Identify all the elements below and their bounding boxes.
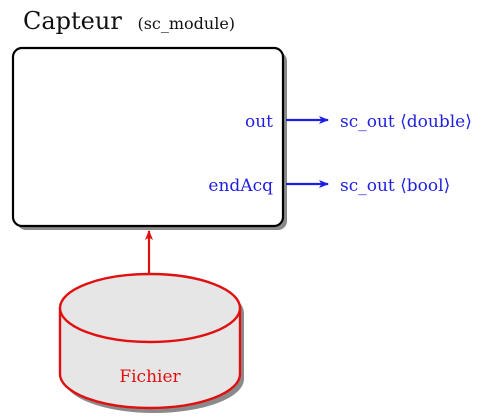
port-label-endacq: endAcq (208, 176, 273, 196)
module-name: Capteur (23, 7, 122, 35)
module-box (11, 46, 285, 228)
port-label-out: out (245, 112, 273, 132)
port-type-out: sc_out ⟨double⟩ (340, 112, 472, 132)
file-cylinder-top (58, 272, 242, 344)
file-label: Fichier (119, 367, 181, 387)
module-title: Capteur (sc_module) (23, 7, 235, 35)
port-type-endacq: sc_out ⟨bool⟩ (340, 176, 450, 196)
module-kind: (sc_module) (137, 14, 235, 33)
